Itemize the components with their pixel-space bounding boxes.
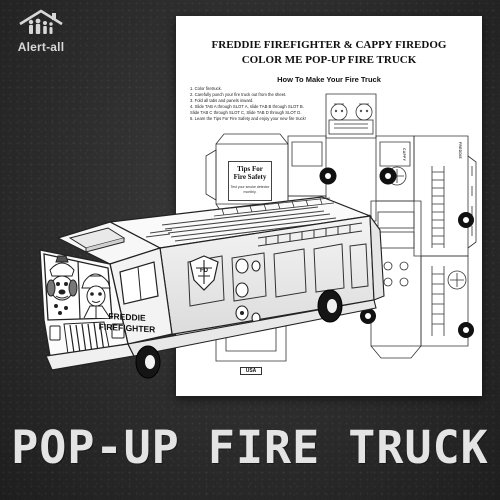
instruction-step: Slide TAB C through SLOT C, Slide TAB D … [190,110,302,115]
tips-text: Test your smoke detector monthly. [230,185,270,194]
tips-fire-safety-box: Tips For Fire Safety Test your smoke det… [228,161,272,201]
instruction-step: 5. Learn the Tips For Fire Safety and en… [190,116,306,121]
house-family-icon [19,9,63,34]
truck-rear [369,214,385,301]
truck-name-plate: FREDDIE FIREFIGHTER [96,310,158,335]
tips-title-line2: Fire Safety [233,173,267,181]
roof-text-lines [145,206,343,242]
sheet-title-line1: FREDDIE FIREFIGHTER & CAPPY FIREDOG [211,39,447,51]
tips-title-line1: Tips For [237,165,263,173]
sheet-title: FREDDIE FIREFIGHTER & CAPPY FIREDOG COLO… [176,38,482,68]
roof-ladder [211,197,335,217]
instruction-step: 1. Color firetruck. [190,86,222,91]
fire-dept-badge-icon [189,255,219,291]
instruction-step: 2. Carefully punch your fire truck out f… [190,92,287,97]
brand-logo: Alert-all [10,8,72,60]
instruction-step: 3. Fold all tabs and panels inward. [190,98,254,103]
brand-logo-text: Alert-all [17,40,65,54]
side-label: CAPPY [402,148,406,162]
assembled-fire-truck: FD [39,196,385,379]
side-ladder [257,222,363,247]
instruction-step: 4. Slide TAB A through SLOT A, slide TAB… [190,104,304,109]
badge-text: FD [200,268,209,274]
cappy-firedog-illustration [46,255,78,315]
truck-wheels [135,289,343,379]
instructions-list: 1. Color firetruck. 2. Carefully punch y… [190,86,370,122]
usa-tag: USA [240,367,262,375]
side-label-2: FREDDIE [458,142,462,159]
headlights [49,323,125,341]
body-compartments [187,243,369,307]
headline-title: POP-UP FIRE TRUCK [11,421,489,474]
how-to-title: How To Make Your Fire Truck [277,75,381,84]
sheet-title-line2: COLOR ME POP-UP FIRE TRUCK [241,54,417,66]
freddie-firefighter-illustration [81,273,111,319]
